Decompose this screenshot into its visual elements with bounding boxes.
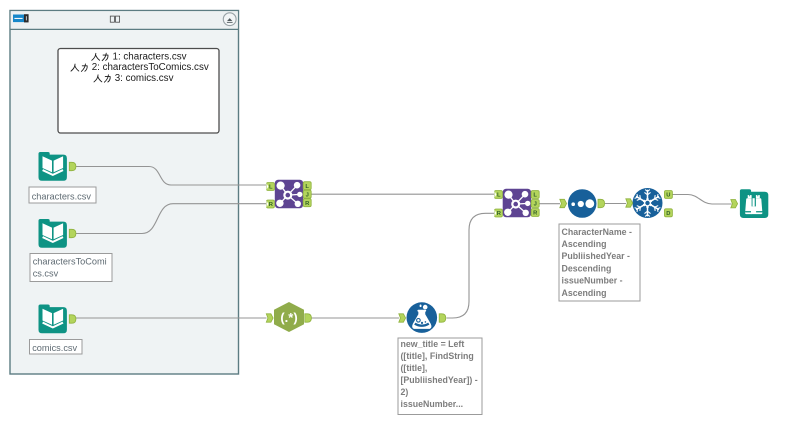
svg-text:J: J <box>534 202 537 208</box>
svg-text:CharacterName -: CharacterName - <box>562 227 632 237</box>
svg-text:L: L <box>305 184 309 190</box>
svg-text:L: L <box>497 193 501 199</box>
svg-text:cs.csv: cs.csv <box>33 268 59 278</box>
svg-text:U: U <box>666 193 670 199</box>
svg-text:([title],: ([title], <box>401 363 428 373</box>
svg-text:2): 2) <box>401 387 409 397</box>
svg-text:Ascending: Ascending <box>562 288 607 298</box>
svg-text:R: R <box>305 201 310 207</box>
svg-text:R: R <box>497 211 502 217</box>
svg-text:2: charactersToComics.csv: 2: charactersToComics.csv <box>92 62 209 73</box>
svg-text:([title], FindString: ([title], FindString <box>401 351 474 361</box>
svg-text:(.*): (.*) <box>280 310 297 325</box>
svg-text:R: R <box>269 202 274 208</box>
svg-text:issueNumber...: issueNumber... <box>401 399 464 409</box>
svg-text:[PubliishedYear]) -: [PubliishedYear]) - <box>401 375 478 385</box>
svg-text:comics.csv: comics.csv <box>32 343 77 353</box>
svg-text:1: characters.csv: 1: characters.csv <box>113 51 187 62</box>
svg-text:Descending: Descending <box>562 263 612 273</box>
svg-text:issueNumber -: issueNumber - <box>562 276 623 286</box>
svg-text:L: L <box>533 193 537 199</box>
svg-text:PubliishedYear -: PubliishedYear - <box>562 251 631 261</box>
svg-text:D: D <box>666 211 670 217</box>
svg-text:3: comics.csv: 3: comics.csv <box>115 73 174 84</box>
svg-text:characters.csv: characters.csv <box>32 191 92 201</box>
svg-text:R: R <box>533 211 538 217</box>
svg-text:J: J <box>306 192 309 198</box>
svg-text:Ascending: Ascending <box>562 239 607 249</box>
svg-text:charactersToComi: charactersToComi <box>33 257 107 267</box>
svg-text:new_title = Left: new_title = Left <box>401 339 465 349</box>
svg-text:L: L <box>269 185 273 191</box>
